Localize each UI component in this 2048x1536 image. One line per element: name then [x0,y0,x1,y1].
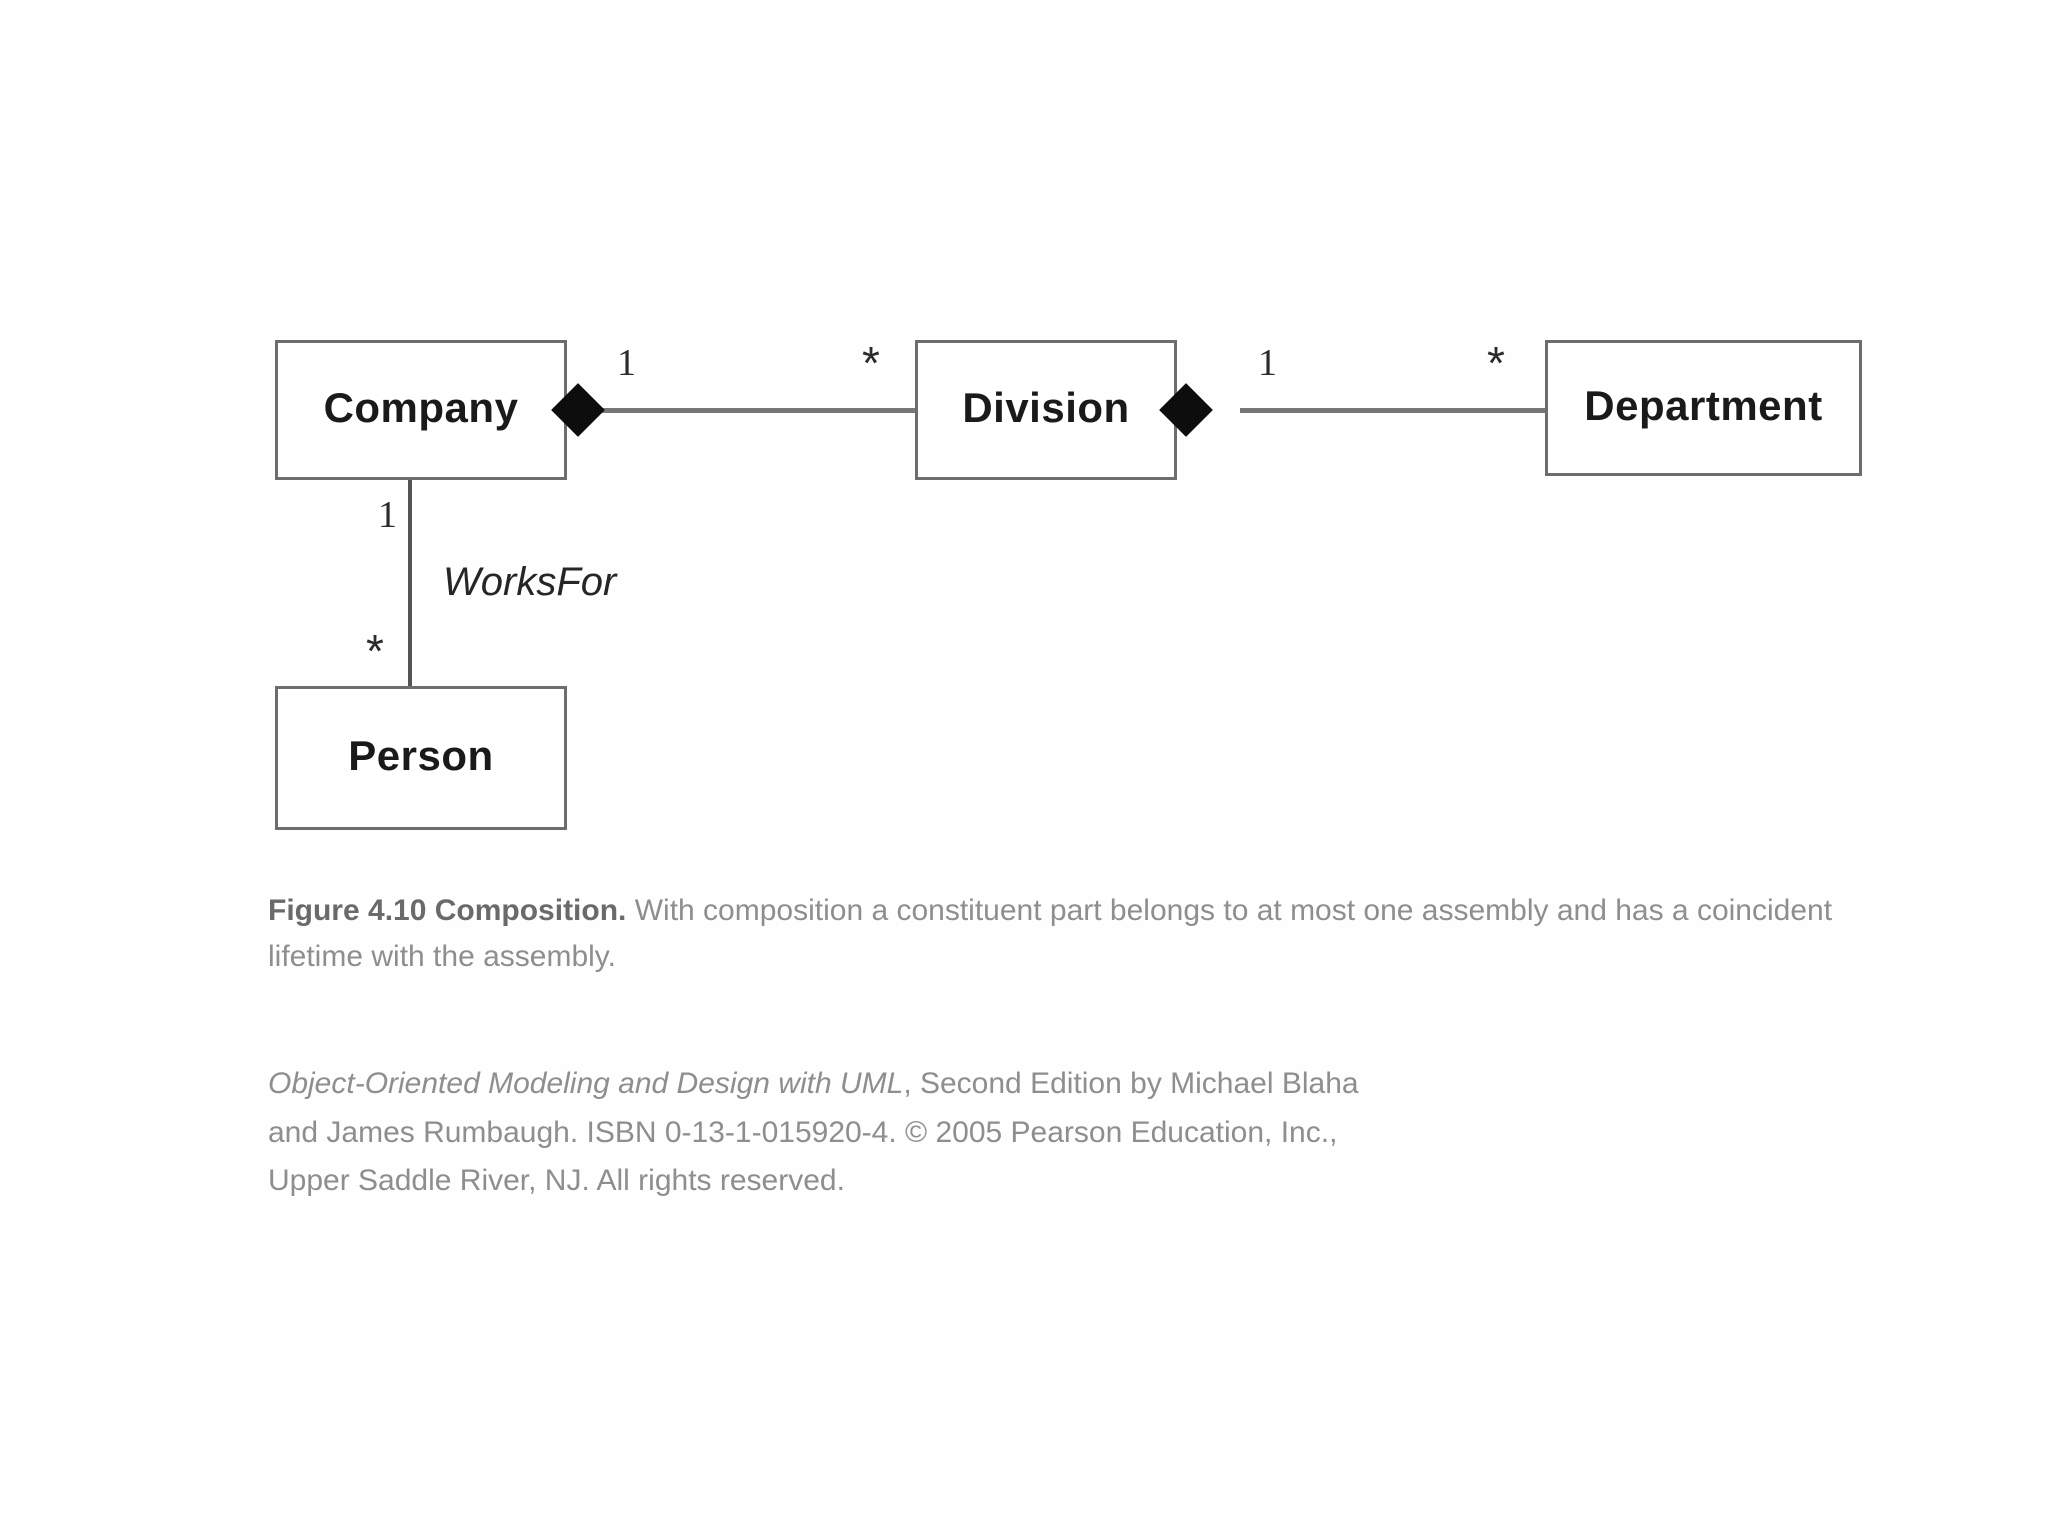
class-name-division: Division [962,384,1130,431]
class-name-company: Company [323,384,519,431]
association-line-company-division [596,408,918,413]
attribution-line2: and James Rumbaugh. ISBN 0-13-1-015920-4… [268,1115,1338,1149]
figure-caption-lead: Figure 4.10 Composition. [268,894,627,927]
multiplicity-company-one: 1 [617,342,636,384]
class-name-person: Person [348,732,494,779]
attribution-line3: Upper Saddle River, NJ. All rights reser… [268,1164,845,1198]
association-name-works-for: WorksFor [443,560,617,604]
multiplicity-department-many: * [1487,337,1505,389]
class-box-division[interactable]: Division [915,340,1177,480]
association-line-division-department [1240,408,1548,413]
class-box-department[interactable]: Department [1545,340,1862,476]
figure-caption: Figure 4.10 Composition. With compositio… [268,888,1853,979]
attribution-book-title: Object-Oriented Modeling and Design with… [268,1067,904,1100]
class-box-person[interactable]: Person [275,686,567,830]
multiplicity-division-one: 1 [1258,342,1277,384]
multiplicity-division-many: * [862,337,880,389]
figure-caption-body: With composition a constituent part belo… [268,894,1833,973]
multiplicity-company-person-many: * [366,625,384,677]
attribution-block: Object-Oriented Modeling and Design with… [268,1060,1668,1206]
multiplicity-company-person-one: 1 [378,494,397,536]
class-name-department: Department [1584,382,1823,429]
attribution-line1-rest: , Second Edition by Michael Blaha [903,1067,1359,1100]
class-box-company[interactable]: Company [275,340,567,480]
uml-class-diagram: Company Division Department Person 1 * 1… [275,337,1862,830]
association-line-company-person [408,480,412,688]
